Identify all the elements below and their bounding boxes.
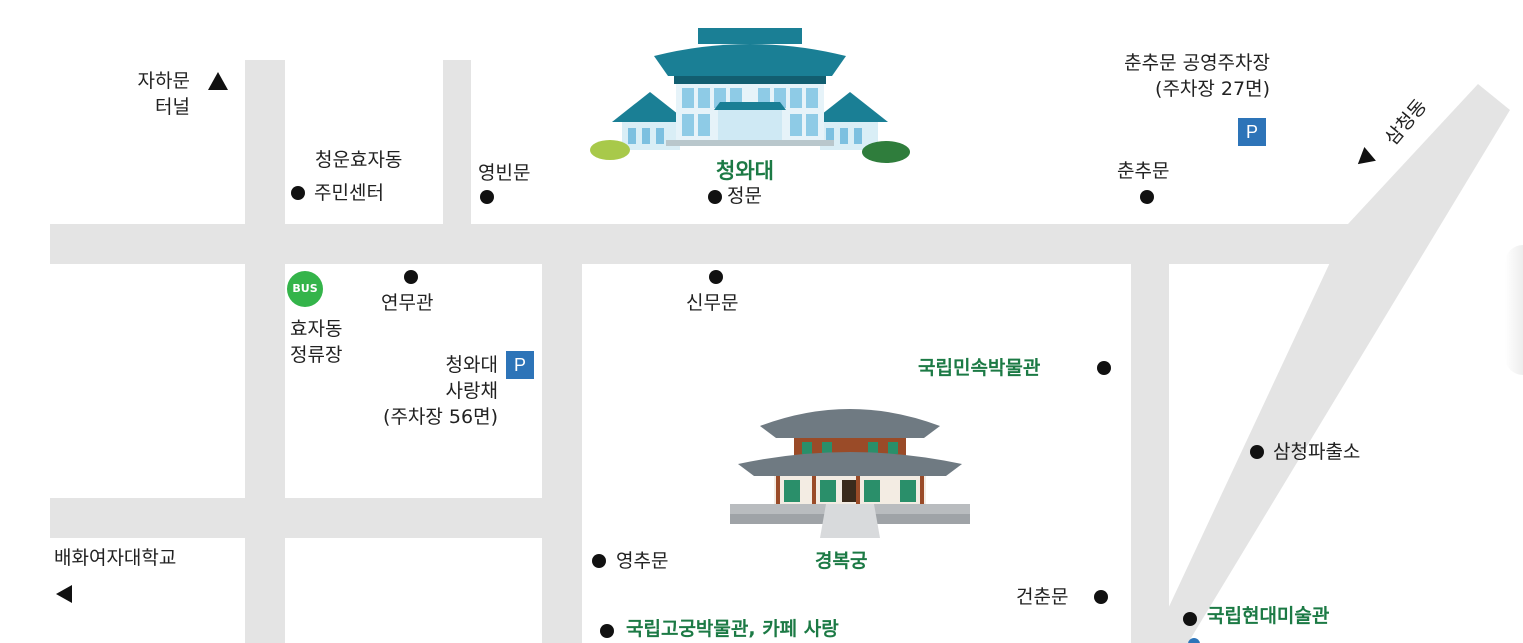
label-mmca: 국립현대미술관 xyxy=(1207,605,1330,627)
label-sarangchae: 청와대 사랑채 (주차장 56면) xyxy=(383,354,498,428)
poi-dot-yeongchumun xyxy=(592,554,606,568)
label-cheongun-center-line2: 주민센터 xyxy=(314,182,384,204)
label-gyeongbokgung: 경복궁 xyxy=(815,550,868,572)
parking-badge-chunchumun: P xyxy=(1238,118,1266,146)
poi-dot-palace-museum xyxy=(600,624,614,638)
label-main-gate: 정문 xyxy=(727,185,762,207)
poi-dot-mmca xyxy=(1183,612,1197,626)
poi-dot-main-gate xyxy=(708,190,722,204)
poi-dot-folk-museum xyxy=(1097,361,1111,375)
label-chunchumun-parking: 춘추문 공영주차장 (주차장 27면) xyxy=(1124,52,1270,100)
poi-dot-partial xyxy=(1188,638,1200,643)
label-palace-museum: 국립고궁박물관, 카페 사랑 xyxy=(626,618,839,640)
poi-dot-geonchunmun xyxy=(1094,590,1108,604)
label-cheongwadae: 청와대 xyxy=(716,159,774,183)
cheongwadae-building-icon xyxy=(590,28,910,163)
arrow-up-icon xyxy=(208,72,228,90)
poi-dot-yeonmugwan xyxy=(404,270,418,284)
edge-shadow xyxy=(1505,245,1523,375)
label-yeongchumun: 영추문 xyxy=(616,550,669,572)
label-jahamun-tunnel: 자하문 터널 xyxy=(137,70,190,118)
label-chunchumun: 춘추문 xyxy=(1117,160,1170,182)
label-cheongun-center-line1: 청운효자동 xyxy=(315,149,403,171)
arrow-left-icon xyxy=(56,585,72,603)
gyeongbokgung-palace-icon xyxy=(730,409,970,538)
poi-dot-samcheong-police xyxy=(1250,445,1264,459)
label-folk-museum: 국립민속박물관 xyxy=(918,357,1041,379)
road-vertical-palace-west xyxy=(542,264,582,643)
poi-dot-chunchumun xyxy=(1140,190,1154,204)
bus-stop-icon: BUS xyxy=(287,271,323,307)
road-vertical-palace-east xyxy=(1131,264,1169,643)
label-geonchunmun: 건춘문 xyxy=(1016,586,1069,608)
poi-dot-yeongbinmun xyxy=(480,190,494,204)
label-bus-stop: 효자동 정류장 xyxy=(290,318,343,366)
poi-dot-sinmumun xyxy=(709,270,723,284)
label-samcheong-police: 삼청파출소 xyxy=(1273,441,1361,463)
parking-badge-sarangchae: P xyxy=(506,351,534,379)
road-vertical-left xyxy=(245,60,285,643)
poi-dot-cheongun-center xyxy=(291,186,305,200)
label-yeongbinmun: 영빈문 xyxy=(478,162,531,184)
label-baehwa-univ: 배화여자대학교 xyxy=(54,547,177,569)
road-vertical-yeongbin xyxy=(443,60,471,224)
road-lower-horizontal xyxy=(50,498,570,538)
label-yeonmugwan: 연무관 xyxy=(381,292,434,314)
label-sinmumun: 신무문 xyxy=(686,292,739,314)
